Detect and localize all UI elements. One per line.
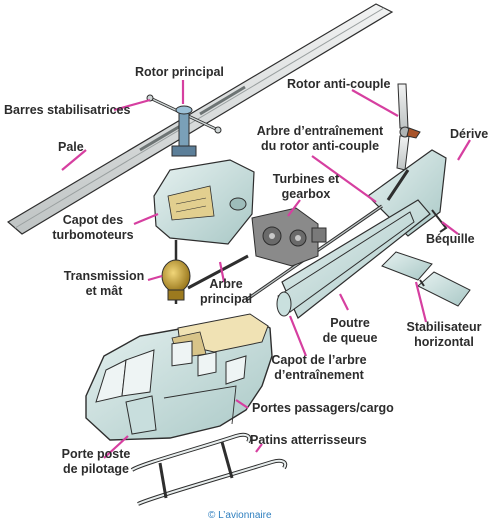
leader-porte-poste bbox=[103, 435, 129, 459]
label-pale: Pale bbox=[58, 140, 84, 154]
label-capot-arbre: Capot de l’arbre d’entraînement bbox=[266, 353, 372, 383]
drive-shaft-cover bbox=[276, 211, 415, 317]
label-poutre-line2: de queue bbox=[322, 331, 378, 345]
tail-rotor bbox=[396, 83, 421, 171]
tail-skid bbox=[431, 209, 448, 233]
label-stabilisateur-horizontal: Stabilisateur horizontal bbox=[398, 320, 490, 350]
leader-capot-turbo bbox=[133, 212, 159, 226]
leader-poutre bbox=[339, 293, 349, 311]
label-arbre-rotor-anti-couple-line2: du rotor anti-couple bbox=[260, 139, 380, 153]
engine-cowling bbox=[153, 159, 255, 245]
leader-arbre-rotor-anti-couple bbox=[311, 155, 377, 203]
label-transmission-line1: Transmission bbox=[63, 269, 145, 283]
label-barres-stabilisatrices: Barres stabilisatrices bbox=[4, 103, 131, 117]
leader-portes bbox=[235, 399, 249, 409]
label-capot-turbomoteurs-line2: turbomoteurs bbox=[52, 228, 134, 242]
label-capot-arbre-line1: Capot de l’arbre bbox=[271, 353, 367, 367]
label-arbre-principal: Arbre principal bbox=[192, 277, 260, 307]
label-capot-turbomoteurs-line1: Capot des bbox=[62, 213, 124, 227]
label-arbre-rotor-anti-couple: Arbre d’entraînement du rotor anti-coupl… bbox=[252, 124, 388, 154]
leader-lines bbox=[61, 80, 471, 459]
label-rotor-principal: Rotor principal bbox=[135, 65, 224, 79]
label-arbre-principal-line2: principal bbox=[199, 292, 253, 306]
leader-turbines bbox=[287, 199, 301, 217]
leader-derive bbox=[457, 139, 471, 161]
credit-text: © L’avionnaire bbox=[208, 510, 272, 521]
label-turbines-line2: gearbox bbox=[281, 187, 331, 201]
label-rotor-anti-couple: Rotor anti-couple bbox=[287, 77, 391, 91]
main-rotor-blade bbox=[6, 3, 394, 235]
rotor-hub bbox=[171, 105, 197, 157]
label-capot-turbomoteurs: Capot des turbomoteurs bbox=[52, 213, 134, 243]
label-porte-poste: Porte poste de pilotage bbox=[58, 447, 134, 477]
label-bequille: Béquille bbox=[426, 232, 475, 246]
leader-patins bbox=[255, 443, 263, 453]
label-transmission-mat: Transmission et mât bbox=[58, 269, 150, 299]
label-poutre-line1: Poutre bbox=[330, 316, 370, 330]
label-transmission-line2: et mât bbox=[85, 284, 123, 298]
leader-pale bbox=[61, 149, 87, 171]
label-turbines-line1: Turbines et bbox=[272, 172, 340, 186]
main-drive-shaft bbox=[187, 254, 249, 290]
leader-rotor-anti-couple bbox=[351, 89, 399, 117]
label-turbines-gearbox: Turbines et gearbox bbox=[268, 172, 344, 202]
label-arbre-principal-line1: Arbre bbox=[209, 277, 243, 291]
label-derive: Dérive bbox=[450, 127, 489, 141]
leader-arbre-principal bbox=[218, 261, 226, 283]
label-arbre-rotor-anti-couple-line1: Arbre d’entraînement bbox=[256, 124, 384, 138]
label-patins: Patins atterrisseurs bbox=[250, 433, 367, 447]
label-stabilisateur-line2: horizontal bbox=[414, 335, 474, 349]
leader-transmission bbox=[147, 274, 163, 282]
landing-skids bbox=[130, 432, 288, 506]
leader-bequille bbox=[441, 221, 459, 235]
label-porte-poste-line1: Porte poste bbox=[61, 447, 131, 461]
fuselage bbox=[85, 313, 273, 441]
horizontal-stabilizer bbox=[381, 251, 471, 307]
label-capot-arbre-line2: d’entraînement bbox=[274, 368, 364, 382]
label-portes-passagers: Portes passagers/cargo bbox=[252, 401, 394, 415]
leader-capot-arbre bbox=[288, 315, 308, 357]
leader-stabilisateur bbox=[414, 281, 428, 323]
transmission-mast bbox=[161, 240, 191, 304]
leader-barres bbox=[113, 98, 151, 112]
label-poutre-de-queue: Poutre de queue bbox=[320, 316, 380, 346]
label-stabilisateur-line1: Stabilisateur bbox=[406, 320, 482, 334]
turbines-gearbox bbox=[251, 207, 327, 267]
label-porte-poste-line2: de pilotage bbox=[63, 462, 129, 476]
